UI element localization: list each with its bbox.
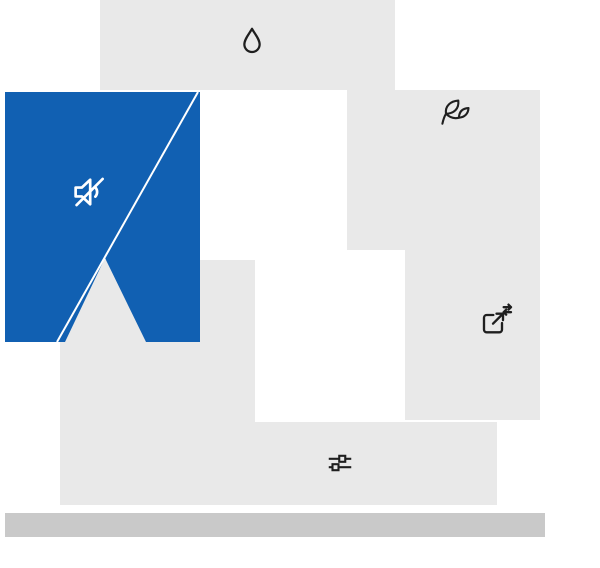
panel-right (405, 247, 540, 420)
panel-top (100, 0, 395, 90)
banner-ribbon-shape (5, 92, 200, 342)
bottom-bar (5, 513, 545, 537)
banner[interactable] (5, 92, 200, 342)
share-icon[interactable] (475, 302, 515, 342)
water-drop-icon[interactable] (234, 24, 270, 60)
leaf-icon[interactable] (435, 94, 475, 130)
sliders-icon[interactable] (322, 445, 358, 481)
muted-speaker-icon[interactable] (67, 169, 113, 215)
